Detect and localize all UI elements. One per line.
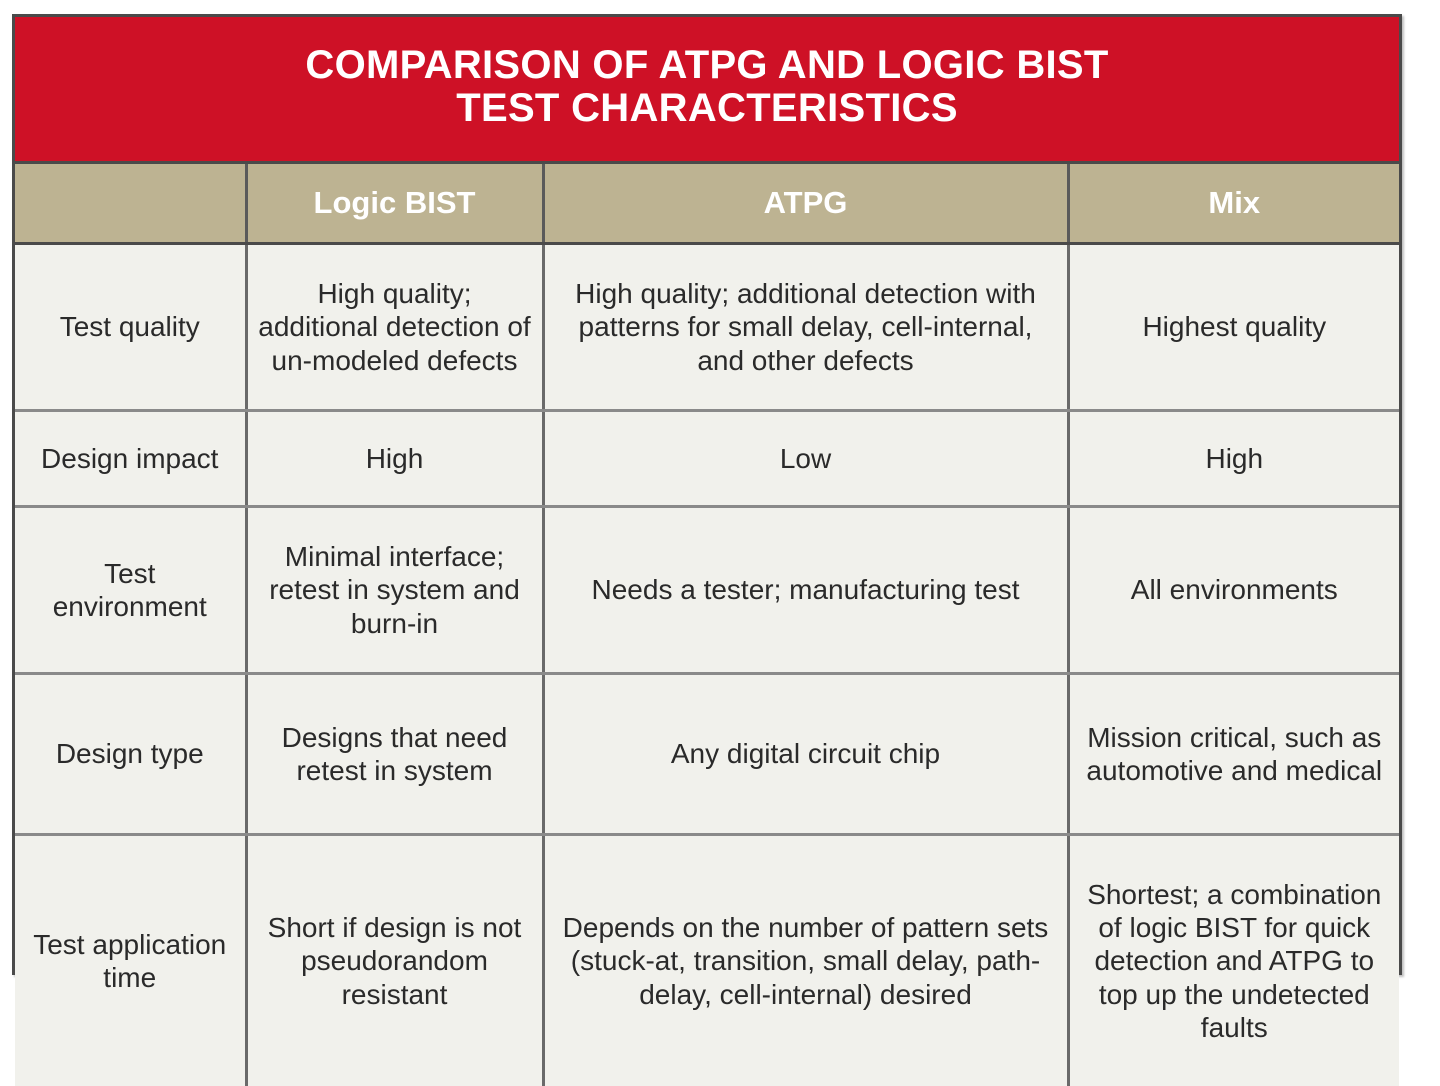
cell-design-type-logic-bist: Designs that need retest in system xyxy=(246,674,543,835)
column-header-atpg: ATPG xyxy=(543,163,1068,244)
cell-test-application-time-mix: Shortest; a combination of logic BIST fo… xyxy=(1068,835,1399,1086)
table-row: Test application time Short if design is… xyxy=(15,835,1399,1086)
table-title: COMPARISON OF ATPG AND LOGIC BIST TEST C… xyxy=(15,17,1399,163)
cell-test-environment-atpg: Needs a tester; manufacturing test xyxy=(543,507,1068,674)
column-header-logic-bist: Logic BIST xyxy=(246,163,543,244)
column-header-characteristic xyxy=(15,163,246,244)
row-label-test-environment: Test environment xyxy=(15,507,246,674)
cell-design-impact-logic-bist: High xyxy=(246,411,543,507)
table-title-line-1: COMPARISON OF ATPG AND LOGIC BIST xyxy=(25,44,1389,87)
table-title-line-2: TEST CHARACTERISTICS xyxy=(25,87,1389,130)
cell-test-environment-logic-bist: Minimal interface; retest in system and … xyxy=(246,507,543,674)
cell-design-type-atpg: Any digital circuit chip xyxy=(543,674,1068,835)
table-row: Test quality High quality; additional de… xyxy=(15,244,1399,411)
cell-design-impact-atpg: Low xyxy=(543,411,1068,507)
table-title-row: COMPARISON OF ATPG AND LOGIC BIST TEST C… xyxy=(15,17,1399,163)
page-root: COMPARISON OF ATPG AND LOGIC BIST TEST C… xyxy=(0,0,1440,987)
comparison-table: COMPARISON OF ATPG AND LOGIC BIST TEST C… xyxy=(15,17,1399,1086)
comparison-table-container: COMPARISON OF ATPG AND LOGIC BIST TEST C… xyxy=(12,14,1402,975)
cell-design-impact-mix: High xyxy=(1068,411,1399,507)
row-label-test-application-time: Test application time xyxy=(15,835,246,1086)
cell-test-quality-logic-bist: High quality; additional detection of un… xyxy=(246,244,543,411)
cell-test-quality-atpg: High quality; additional detection with … xyxy=(543,244,1068,411)
cell-test-environment-mix: All environments xyxy=(1068,507,1399,674)
table-row: Test environment Minimal interface; rete… xyxy=(15,507,1399,674)
cell-test-quality-mix: Highest quality xyxy=(1068,244,1399,411)
table-title-text: COMPARISON OF ATPG AND LOGIC BIST TEST C… xyxy=(25,44,1389,130)
row-label-design-impact: Design impact xyxy=(15,411,246,507)
column-header-mix: Mix xyxy=(1068,163,1399,244)
table-row: Design type Designs that need retest in … xyxy=(15,674,1399,835)
row-label-test-quality: Test quality xyxy=(15,244,246,411)
cell-design-type-mix: Mission critical, such as automotive and… xyxy=(1068,674,1399,835)
table-row: Design impact High Low High xyxy=(15,411,1399,507)
cell-test-application-time-logic-bist: Short if design is not pseudorandom resi… xyxy=(246,835,543,1086)
table-header-row: Logic BIST ATPG Mix xyxy=(15,163,1399,244)
cell-test-application-time-atpg: Depends on the number of pattern sets (s… xyxy=(543,835,1068,1086)
row-label-design-type: Design type xyxy=(15,674,246,835)
